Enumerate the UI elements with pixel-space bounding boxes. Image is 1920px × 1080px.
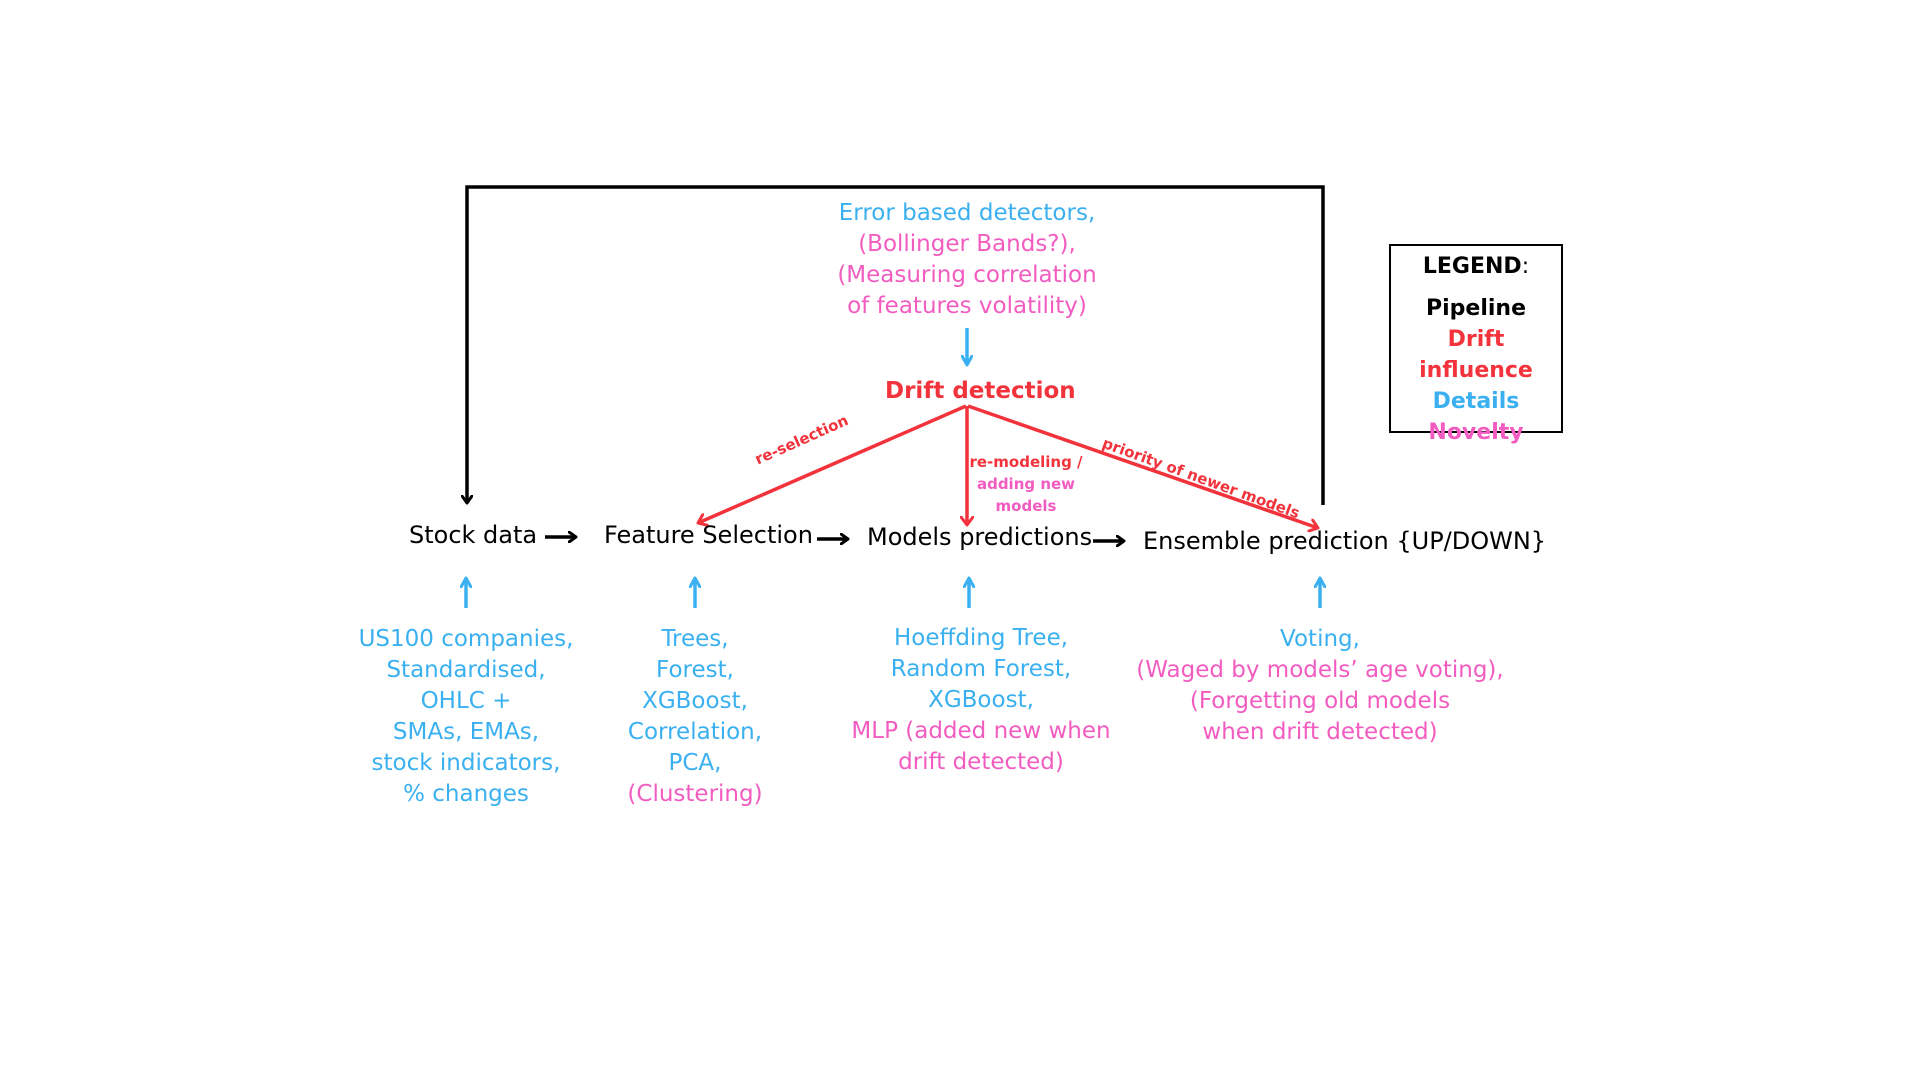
detail-line: % changes	[403, 781, 529, 807]
stock-data-node: Stock data	[409, 521, 538, 549]
label-models-line: models	[995, 497, 1057, 515]
feature-selection-node: Feature Selection	[604, 521, 813, 549]
legend-item-novelty: Novelty	[1428, 420, 1524, 445]
detail-line: XGBoost,	[642, 688, 748, 714]
detail-line: (Forgetting old models	[1189, 688, 1451, 714]
detail-line: Random Forest,	[890, 656, 1072, 682]
detector-line: (Measuring correlation	[837, 262, 1097, 288]
detail-line: (Clustering)	[627, 781, 763, 807]
detail-line: Forest,	[656, 657, 734, 683]
detail-line: OHLC +	[420, 688, 512, 714]
models-predictions-details: Hoeffding Tree, Random Forest, XGBoost, …	[831, 623, 1131, 778]
legend-title: LEGEND:	[1391, 254, 1561, 279]
detail-line: PCA,	[668, 750, 722, 776]
detail-line: Correlation,	[627, 719, 763, 745]
models-predictions-node: Models predictions	[867, 523, 1093, 551]
label-adding-new-line: adding new	[976, 475, 1076, 493]
label-remodeling-line: re-modeling /	[969, 453, 1083, 471]
drift-arrow-priority	[967, 404, 1318, 528]
detail-line: drift detected)	[898, 749, 1064, 775]
legend-title-text: LEGEND	[1422, 254, 1522, 279]
detail-line: Hoeffding Tree,	[893, 625, 1069, 651]
drift-detection-title: Drift detection	[885, 378, 1076, 404]
legend-box: LEGEND: Pipeline Drift influence Details…	[1389, 244, 1563, 445]
detector-line: Error based detectors,	[838, 200, 1096, 226]
detail-line: when drift detected)	[1202, 719, 1438, 745]
detail-line: XGBoost,	[928, 687, 1034, 713]
detail-line: Standardised,	[386, 657, 546, 683]
feature-selection-details: Trees, Forest, XGBoost, Correlation, PCA…	[545, 624, 845, 810]
legend-item-drift-influence: Drift influence	[1419, 327, 1533, 383]
legend-item-pipeline: Pipeline	[1426, 296, 1526, 321]
drift-detectors-text: Error based detectors, (Bollinger Bands?…	[817, 198, 1117, 322]
detail-line: MLP (added new when	[851, 718, 1111, 744]
detail-line: SMAs, EMAs,	[392, 719, 540, 745]
detail-line: US100 companies,	[358, 626, 574, 652]
label-remodeling: re-modeling / adding new models	[966, 451, 1086, 517]
stock-data-details: US100 companies, Standardised, OHLC + SM…	[316, 624, 616, 810]
detail-line: Voting,	[1280, 626, 1360, 652]
ensemble-prediction-node: Ensemble prediction {UP/DOWN}	[1143, 527, 1547, 555]
drift-arrow-reselection	[698, 404, 967, 523]
ensemble-prediction-details: Voting, (Waged by models’ age voting), (…	[1130, 624, 1510, 748]
detail-line: Trees,	[661, 626, 729, 652]
legend-item-details: Details	[1432, 389, 1520, 414]
detail-line: stock indicators,	[371, 750, 561, 776]
detail-line: (Waged by models’ age voting),	[1136, 657, 1504, 683]
legend-colon: :	[1521, 254, 1530, 279]
feedback-loop-line	[467, 185, 1325, 505]
detector-line: of features volatility)	[847, 293, 1087, 319]
detector-line: (Bollinger Bands?),	[858, 231, 1076, 257]
